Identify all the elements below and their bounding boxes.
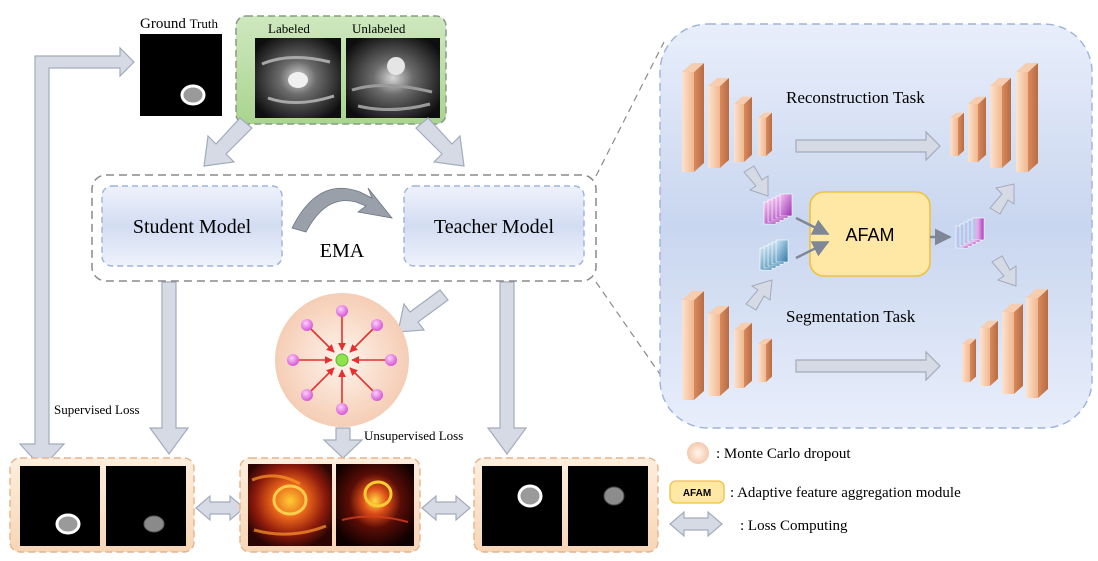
recon-decoder-block: [950, 112, 964, 156]
ema-label: EMA: [320, 240, 365, 262]
legend-afam-icon: [669, 480, 725, 504]
legend: : Monte Carlo dropout AFAM : Adaptive fe…: [669, 442, 961, 538]
models-box: Student Model Teacher Model EMA: [91, 174, 597, 282]
mc-node: [287, 354, 299, 366]
mc-node: [371, 389, 383, 401]
arrow-teacher-to-mc: [397, 289, 449, 333]
labeled-caption: Labeled: [268, 21, 310, 36]
legend-mc-text: : Monte Carlo dropout: [716, 446, 851, 462]
seg-encoder-block: [758, 338, 772, 382]
arrow-feature-to-recon-dec: [989, 183, 1015, 215]
arrow-seg-to-feature: [745, 279, 773, 311]
teacher-result-box: [473, 457, 659, 553]
segmentation-task-label: Segmentation Task: [786, 307, 916, 326]
recon-decoder-block: [990, 77, 1011, 168]
student-model-label: Student Model: [133, 216, 252, 238]
recon-encoder-block: [758, 112, 772, 156]
network-detail-panel: Reconstruction Task Segmentation Task AF…: [659, 23, 1093, 429]
recon-decoder-block: [1016, 63, 1038, 172]
teacher-pred-soft-shape: [603, 486, 625, 506]
zoom-line-top: [595, 41, 665, 177]
afam-module-label: AFAM: [845, 225, 894, 245]
unlabeled-caption: Unlabeled: [352, 21, 406, 36]
student-model[interactable]: Student Model: [101, 185, 283, 267]
mc-center-node: [335, 353, 349, 367]
arrow-recon-skip: [795, 130, 941, 162]
labeled-mri-texture: [261, 55, 335, 105]
unsupervised-loss-label: Unsupervised Loss: [364, 428, 463, 443]
teacher-model[interactable]: Teacher Model: [403, 185, 585, 267]
mc-node: [336, 403, 348, 415]
recon-decoder-block: [968, 96, 986, 162]
afam-module[interactable]: AFAM: [809, 191, 931, 277]
seg-decoder-block: [1002, 303, 1023, 394]
ema-curved-arrow: [291, 187, 393, 233]
student-pred-shape: [143, 515, 165, 533]
teacher-pred-soft-image: [568, 466, 648, 546]
ground-truth-mask: [180, 84, 206, 106]
feature-cube-segmentation: [759, 239, 789, 271]
seg-decoder-block: [962, 338, 976, 382]
arrow-input-to-teacher: [415, 117, 465, 167]
supervised-loss-label: Supervised Loss: [54, 402, 140, 417]
arrow-loss-left-middle: [195, 494, 245, 522]
seg-encoder-block: [682, 291, 704, 400]
arrow-seg-skip: [795, 350, 941, 382]
student-pred-image: [106, 466, 186, 546]
arrow-recon-to-feature: [743, 165, 769, 197]
feature-cube-reconstruction: [763, 193, 793, 225]
monte-carlo-dropout-graph: [275, 293, 409, 427]
unet-blocks: [682, 63, 1048, 400]
arrow-loss-middle-right: [421, 494, 471, 522]
unlabeled-mri-heart: [387, 57, 405, 75]
mc-node: [336, 305, 348, 317]
unlabeled-mri-texture: [351, 84, 433, 112]
arrow-student-to-loss: [148, 281, 190, 456]
feature-cube-fused: [955, 217, 985, 249]
reconstruction-task-label: Reconstruction Task: [786, 88, 925, 107]
arrow-feature-to-seg-dec: [991, 255, 1017, 287]
recon-encoder-block: [682, 63, 704, 172]
ground-truth-label: Ground Truth: [140, 16, 219, 32]
legend-afam-text: : Adaptive feature aggregation module: [730, 485, 961, 501]
legend-loss-icon: [669, 510, 723, 538]
zoom-line-bottom: [595, 281, 665, 381]
recon-encoder-block: [708, 77, 729, 168]
recon-encoder-block: [734, 96, 752, 162]
arrow-feat-b-to-afam: [795, 240, 830, 260]
mc-node: [301, 319, 313, 331]
arrow-mc-to-uncertainty: [322, 427, 364, 459]
legend-mc-icon: [687, 442, 709, 464]
seg-encoder-block: [734, 322, 752, 388]
mc-node: [371, 319, 383, 331]
teacher-pred-shape: [517, 484, 543, 508]
legend-afam-badge: AFAM: [683, 488, 711, 499]
uncertainty-result-box: [239, 457, 421, 553]
ground-truth-group: Ground Truth: [140, 16, 222, 116]
labeled-mri-heart: [288, 72, 308, 88]
arrow-input-to-student: [203, 117, 253, 167]
teacher-pred-image: [482, 466, 562, 546]
seg-decoder-block: [980, 320, 998, 386]
seg-decoder-block: [1026, 289, 1048, 398]
seg-encoder-block: [708, 305, 729, 396]
input-images-box: Labeled Unlabeled: [235, 15, 447, 125]
feature-cubes: [759, 193, 985, 271]
mc-node: [301, 389, 313, 401]
legend-loss-text: : Loss Computing: [740, 518, 848, 534]
ground-truth-image: [140, 34, 222, 116]
supervised-result-box: [9, 457, 195, 553]
mc-spokes: [296, 314, 388, 406]
gt-mask-image: [20, 466, 100, 546]
teacher-model-label: Teacher Model: [434, 216, 555, 238]
gt-mask-shape: [55, 513, 81, 535]
arrow-feat-a-to-afam: [795, 216, 830, 236]
mc-node: [385, 354, 397, 366]
arrow-teacher-to-prediction: [486, 281, 528, 456]
